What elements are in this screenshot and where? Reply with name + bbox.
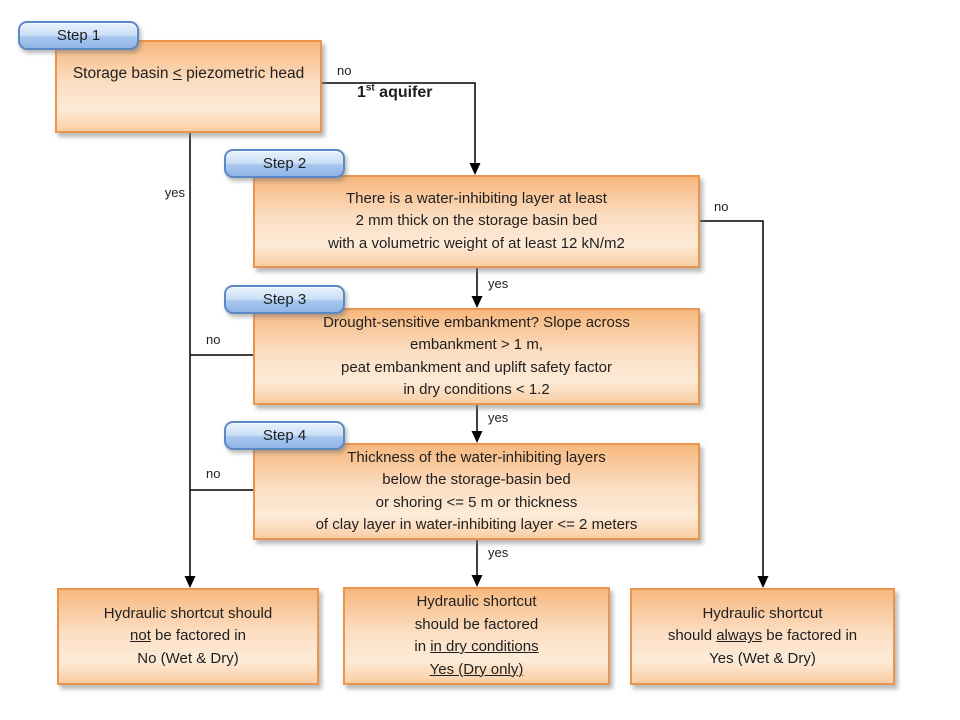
step1-badge: Step 1 [18, 21, 139, 50]
step3-badge: Step 3 [224, 285, 345, 314]
branch-label-step2-yes: yes [488, 276, 509, 291]
flow-box-step4-layer-thickness: Thickness of the water-inhibiting layers… [253, 443, 700, 540]
connector-step1-no-to-step2 [322, 82, 476, 164]
branch-label-step3-no: no [206, 332, 221, 347]
flow-box-step3-drought-sensitive-embankment: Drought-sensitive embankment? Slope acro… [253, 308, 700, 405]
first-aquifer-annotation: 1st aquifer [357, 82, 433, 101]
connector-step2-no-to-result-always [700, 220, 764, 576]
arrowhead-result-no [184, 576, 196, 588]
branch-label-step1-yes: yes [164, 185, 185, 200]
branch-label-step4-no: no [206, 466, 221, 481]
flow-box-step2-water-inhibiting-layer: There is a water-inhibiting layer at lea… [253, 175, 700, 268]
arrowhead-result-always [757, 576, 769, 588]
branch-label-step1-no: no [337, 63, 352, 78]
arrowhead-step4 [471, 431, 483, 443]
arrowhead-result-dry [471, 575, 483, 587]
flow-box-step1-storage-basin: Storage basin < piezometric head [55, 40, 322, 133]
step4-badge: Step 4 [224, 421, 345, 450]
branch-label-step3-yes: yes [488, 410, 509, 425]
arrowhead-step2 [469, 163, 481, 175]
branch-label-step2-no: no [714, 199, 729, 214]
step2-badge: Step 2 [224, 149, 345, 178]
branch-label-step4-yes: yes [488, 545, 509, 560]
arrowhead-step3 [471, 296, 483, 308]
